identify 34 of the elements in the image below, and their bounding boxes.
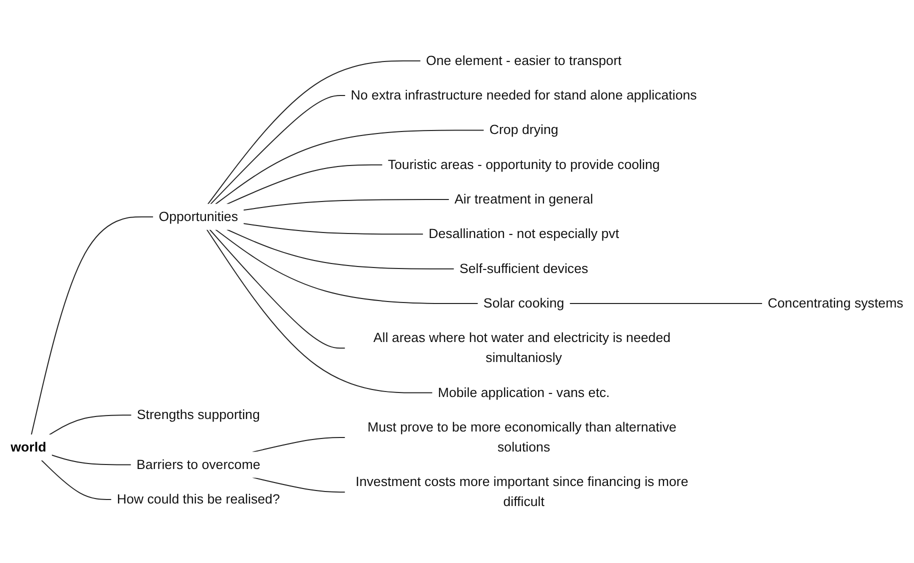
node-text: Touristic areas - opportunity to provide cooling [388,158,660,172]
connector [209,229,346,349]
connector [206,229,434,394]
node-text: Concentrating systems [768,296,904,311]
connector [30,216,154,436]
node-text: world [10,440,46,455]
connector [214,229,479,304]
node-text: Air treatment in general [454,192,594,207]
connector [226,164,384,205]
connector [214,130,485,205]
node-text: Desallination - not especially pvt [428,226,620,242]
node-text: Strengths supporting [136,408,260,422]
connector [252,436,346,453]
node-text: Mobile application - vans etc. [438,385,610,400]
connector [207,60,422,205]
connector [210,95,346,205]
connector [51,454,132,466]
node-text: One element - easier to transport [426,54,622,68]
node-text: Solar cooking [483,296,564,311]
connector [40,460,112,500]
node-text: Crop drying [489,122,558,138]
connector [48,414,132,436]
node-text: No extra infrastructure needed for stand alone applications [350,88,697,103]
node-text: Investment costs more important since financing is more difficult [356,474,688,510]
connector [226,229,455,270]
node-text: Barriers to overcome [136,457,260,472]
connector [242,199,450,211]
node-text: How could this be realised? [116,492,280,507]
connector [569,303,763,304]
node-text: All areas where hot water and electricity is needed simultaniosly [373,330,671,366]
connector [242,223,424,235]
node-text: Self-sufficient devices [459,262,588,276]
connector [252,476,346,493]
node-text: Must prove to be more economically than alternative solutions [367,420,676,455]
